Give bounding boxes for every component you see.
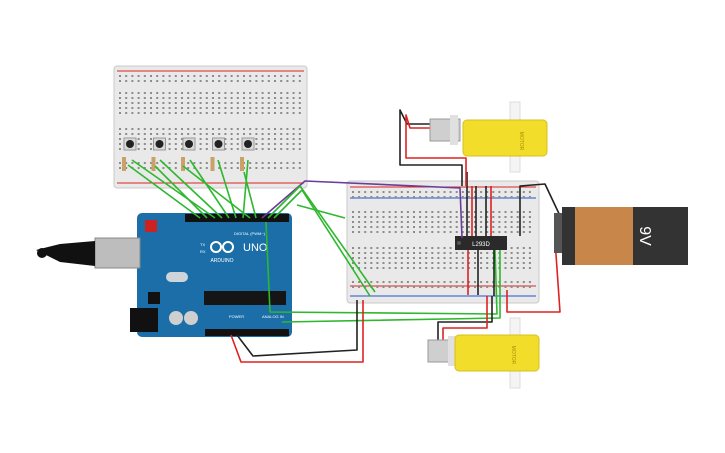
power-label: POWER xyxy=(229,314,244,319)
wire-green-c xyxy=(265,221,498,315)
push-button xyxy=(181,137,196,171)
digital-header xyxy=(185,214,289,222)
wire-5v xyxy=(230,300,364,363)
push-button xyxy=(240,137,255,171)
wire-motor2-b xyxy=(442,296,488,340)
wire-button2 xyxy=(159,159,223,219)
usb-cable xyxy=(36,241,95,266)
wire-button3 xyxy=(189,159,230,219)
battery-label: 9V xyxy=(636,226,653,246)
atmega-chip xyxy=(204,291,286,305)
usb-port xyxy=(94,237,141,269)
wire-purple xyxy=(261,180,463,239)
reset-button xyxy=(145,220,157,232)
arduino-logo-text: ARDUINO xyxy=(210,258,233,264)
wire-button1 xyxy=(131,159,216,219)
arduino-logo-icon xyxy=(210,241,234,253)
wire-button-gnd1 xyxy=(127,164,201,219)
push-buttons xyxy=(122,137,255,171)
wire-green-a xyxy=(267,185,376,293)
rx-label: RX xyxy=(200,249,206,254)
motor-top: MOTOR xyxy=(429,101,548,173)
motor-bottom-label: MOTOR xyxy=(510,346,516,365)
wire-button5 xyxy=(242,159,249,219)
power-jack xyxy=(130,308,158,332)
chip-label: L293D xyxy=(472,242,490,248)
wire-green-e xyxy=(296,204,346,219)
l293d-chip: L293D xyxy=(455,236,507,250)
wire-button-gnd2 xyxy=(154,165,208,219)
driver-breadboard xyxy=(346,180,540,304)
motor-top-label: MOTOR xyxy=(518,132,524,151)
motor-bottom: MOTOR xyxy=(427,317,540,389)
resistor xyxy=(151,157,156,171)
analog-label: ANALOG IN xyxy=(262,314,284,319)
wire-green-d xyxy=(281,250,501,323)
arduino-brand: UNO xyxy=(243,242,268,254)
wire-button-gnd3 xyxy=(182,165,251,219)
wire-gnd xyxy=(236,300,358,357)
wire-motor1-b xyxy=(405,114,467,186)
resistor xyxy=(181,157,185,171)
tx-label: TX xyxy=(200,242,205,247)
resistor xyxy=(122,157,126,171)
wire-motor2-a xyxy=(437,296,493,340)
wire-battery-neg xyxy=(519,183,563,236)
digital-label: DIGITAL (PWM~) xyxy=(234,231,266,236)
wire-green-b xyxy=(273,189,371,297)
push-button xyxy=(210,137,225,171)
wire-motor1-a xyxy=(399,109,463,186)
resistor xyxy=(240,157,244,171)
arduino-board: ARDUINO UNO DIGITAL (PWM~) POWER ANALOG … xyxy=(36,213,292,337)
push-button xyxy=(151,137,166,171)
wire-button4 xyxy=(217,159,237,219)
wires xyxy=(127,109,563,363)
push-button xyxy=(122,137,137,171)
battery-9v: 9V xyxy=(554,207,688,265)
power-analog-header xyxy=(205,329,289,336)
resistor xyxy=(210,157,215,171)
wire-button-gnd4 xyxy=(243,171,257,219)
